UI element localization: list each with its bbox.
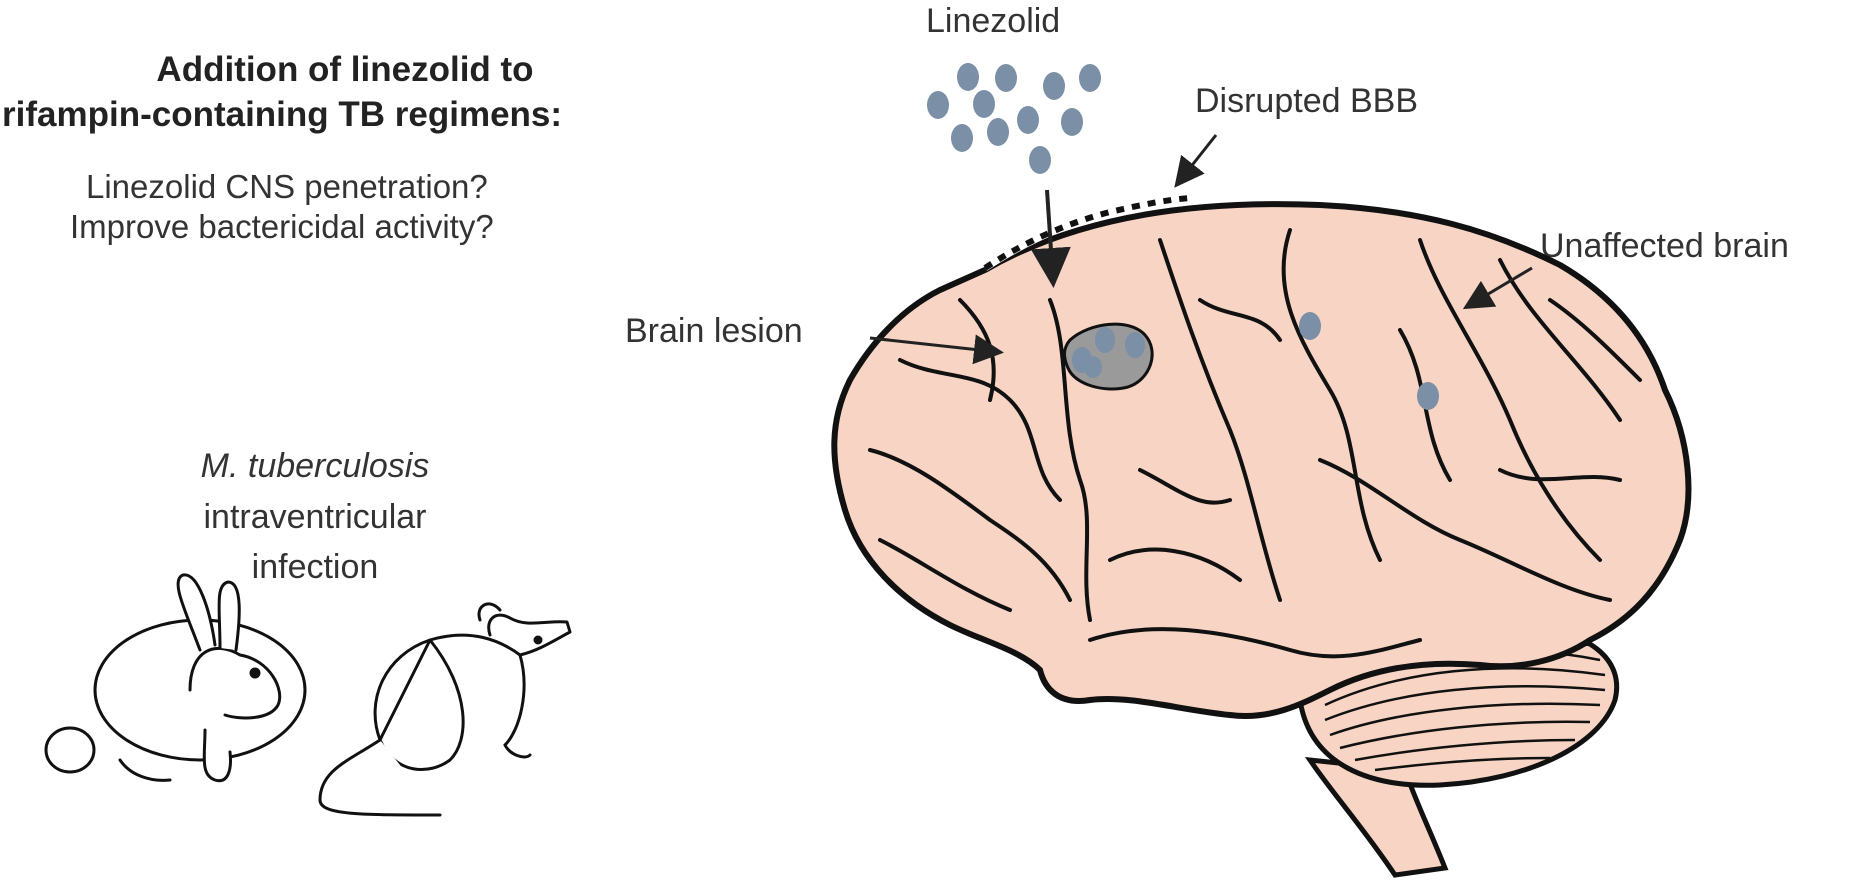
linezolid-molecules <box>927 63 1101 174</box>
heading-line-1: Addition of linezolid to <box>156 50 534 89</box>
question-bactericidal-activity: Improve bactericidal activity? <box>70 208 494 245</box>
linezolid-entry-arrow <box>1030 189 1071 288</box>
disrupted-bbb-label: Disrupted BBB <box>1195 82 1418 120</box>
question-cns-penetration: Linezolid CNS penetration? <box>86 168 488 205</box>
linezolid-label: Linezolid <box>926 2 1061 40</box>
heading-line-2: rifampin-containing TB regimens: <box>2 95 563 134</box>
mouse-illustration <box>318 602 572 817</box>
lesion-drug-dots <box>1072 327 1145 378</box>
cerebrum <box>831 201 1692 719</box>
infection-organism: M. tuberculosis <box>200 447 430 485</box>
infection-label: infection <box>251 548 379 586</box>
unaffected-brain-label: Unaffected brain <box>1540 227 1789 265</box>
brain-sulci <box>868 228 1642 659</box>
unaffected-arrow <box>1462 266 1533 310</box>
rabbit-illustration <box>44 573 307 783</box>
brain-stem <box>1304 756 1449 878</box>
lesion-arrow <box>869 334 1004 365</box>
bbb-arrow <box>1174 134 1218 188</box>
brain-lesion-label: Brain lesion <box>625 312 803 350</box>
unaffected-drug-dots <box>1299 312 1439 410</box>
disrupted-bbb-dashes <box>983 195 1191 271</box>
infection-route: intraventricular <box>203 498 427 536</box>
